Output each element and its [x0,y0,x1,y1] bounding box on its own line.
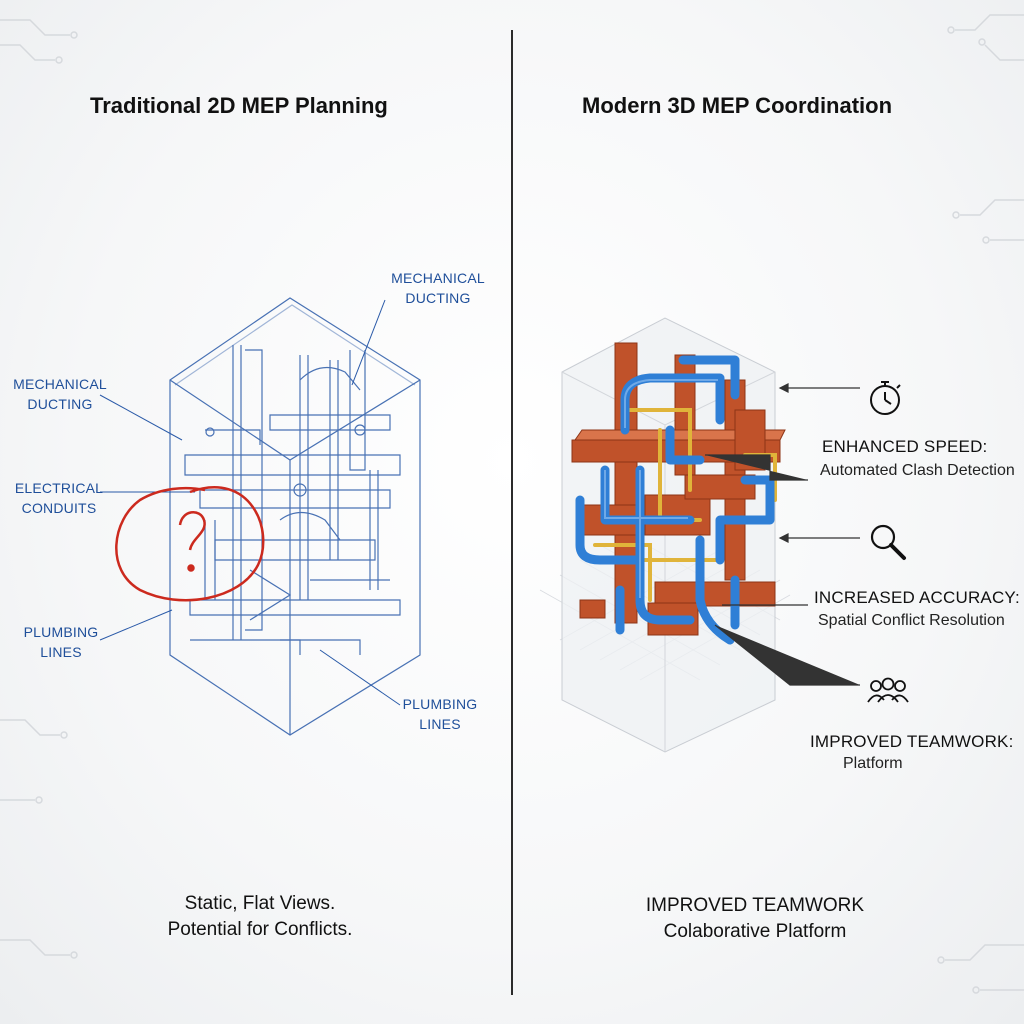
feature-heading: ENHANCED SPEED: [822,437,988,456]
right-caption: IMPROVED TEAMWORK Colaborative Platform [645,895,865,942]
feature-sub: Automated Clash Detection [820,462,1015,479]
left-caption: Static, Flat Views. Potential for Confli… [167,893,353,940]
stopwatch-icon [870,381,901,415]
magnifier-icon [870,524,906,560]
feature-sub: Spatial Conflict Resolution [818,612,1005,629]
label-plumbing-lines-left: PLUMBING LINES [23,624,99,660]
blueprint-drawing [99,297,421,736]
feature-heading: INCREASED ACCURACY: [814,588,1020,607]
feature-sub: Platform [843,755,903,772]
label-mechanical-ducting-top: MECHANICAL DUCTING [391,270,485,306]
team-icon [867,677,909,703]
left-title: Traditional 2D MEP Planning [90,93,388,118]
center-divider [511,30,513,995]
right-title: Modern 3D MEP Coordination [582,93,893,118]
label-mechanical-ducting-left: MECHANICAL DUCTING [13,376,107,412]
label-plumbing-lines-right: PLUMBING LINES [402,696,478,732]
feature-heading: IMPROVED TEAMWORK: [810,732,1014,751]
label-electrical-conduits: ELECTRICAL CONDUITS [14,480,104,516]
